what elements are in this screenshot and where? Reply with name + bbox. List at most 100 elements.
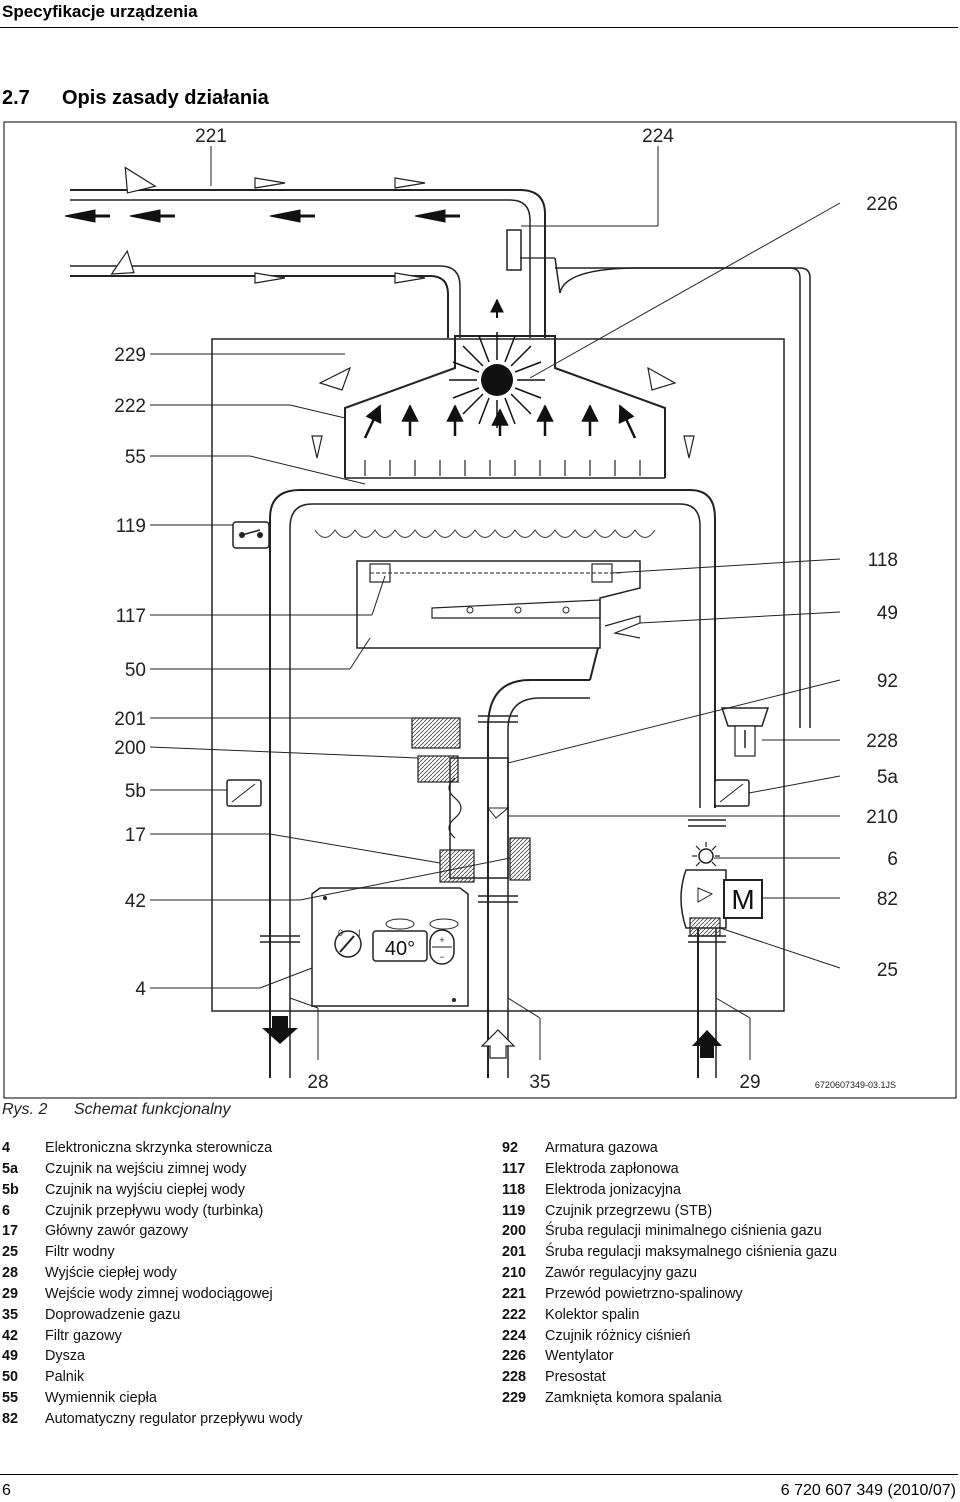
legend-text: Wejście wody zimnej wodociągowej [45,1285,273,1302]
legend-key: 25 [2,1244,19,1261]
section-title: Opis zasady działania [62,87,269,109]
water-filter-25 [689,917,721,937]
label-228: 228 [866,731,898,752]
page-number: 6 [2,1482,11,1499]
legend-text: Czujnik przepływu wody (turbinka) [45,1202,264,1219]
motor-label: M [731,884,754,915]
legend-text: Filtr gazowy [45,1327,122,1344]
label-42: 42 [125,891,146,912]
legend-key: 222 [502,1306,527,1323]
label-224: 224 [642,126,674,147]
label-55: 55 [125,447,146,468]
legend-text: Elektroniczna skrzynka sterownicza [45,1140,273,1156]
legend-key: 119 [502,1202,526,1219]
legend-text: Wymiennik ciepła [45,1390,157,1407]
legend-key: 4 [2,1140,11,1156]
display-value: 40° [385,938,415,960]
label-118: 118 [868,550,898,571]
legend-text: Elektroda zapłonowa [545,1160,679,1177]
cold-water-inlet-arrow [692,1030,722,1058]
legend-key: 201 [502,1244,527,1261]
legend-text: Filtr wodny [45,1244,115,1261]
legend-text: Czujnik na wejściu zimnej wody [45,1160,247,1177]
legend-text: Automatyczny regulator przepływu wody [45,1410,303,1427]
label-5b: 5b [125,781,146,802]
legend-key: 5b [2,1181,19,1198]
figure-code: 6720607349-03.1JS [815,1080,896,1090]
pressure-sensor-tap [506,229,522,271]
flow-turbine-6 [692,842,720,867]
gas-filter-42 [509,837,531,881]
caption-prefix: Rys. 2 [2,1101,48,1118]
air-flow-arrows [110,166,426,284]
footer-divider [0,1474,958,1475]
section-number: 2.7 [2,87,30,109]
legend-text: Przewód powietrzno-spalinowy [545,1285,743,1302]
legend-key: 221 [502,1285,527,1302]
label-29: 29 [739,1072,760,1093]
label-210: 210 [866,807,898,828]
chamber-air-arrows [311,366,695,459]
label-82: 82 [877,889,898,910]
legend-key: 229 [502,1390,527,1407]
legend-key: 50 [2,1369,19,1386]
svg-text:+: + [439,935,444,945]
fan-226 [449,332,545,428]
flue-collector-outline [344,335,666,478]
label-6: 6 [887,849,898,870]
legend-key: 17 [2,1223,19,1240]
legend-row: 82 Automatyczny regulator przepływu wody [2,1409,303,1430]
adjust-screw-201 [411,717,461,749]
legend-key: 228 [502,1369,527,1386]
gas-supply-pipe [487,679,590,1078]
legend-key: 55 [2,1390,19,1407]
document-number: 6 720 607 349 (2010/07) [780,1482,956,1499]
label-229: 229 [114,345,146,366]
legend-text: Wyjście ciepłej wody [45,1265,177,1282]
motor-box [723,879,763,919]
legend-text: Główny zawór gazowy [45,1223,189,1240]
legend-text: Czujnik przegrzewu (STB) [545,1202,713,1219]
figure-caption: Rys. 2 Schemat funkcjonalny [2,1101,231,1119]
heat-exchanger-loop-outer [269,489,716,938]
legend-text: Doprowadzenie gazu [45,1306,181,1323]
legend-row: 55 Wymiennik ciepła [2,1388,303,1409]
header-divider [0,27,958,28]
legend-row: 17 Główny zawór gazowy [2,1221,303,1242]
label-119: 119 [116,516,146,537]
legend-key: 49 [2,1348,19,1365]
legend-text: Kolektor spalin [545,1306,640,1323]
adjust-screw-200 [417,755,459,783]
caption-text: Schemat funkcjonalny [74,1101,231,1118]
legend-row: 4 Elektroniczna skrzynka sterownicza [2,1138,303,1159]
legend-row: 119 Czujnik przegrzewu (STB) [502,1201,837,1222]
label-201: 201 [114,709,146,730]
legend-row: 221 Przewód powietrzno-spalinowy [502,1284,837,1305]
burner-flames [314,529,656,538]
legend-text: Śruba regulacji maksymalnego ciśnienia g… [545,1244,837,1261]
section-heading: 2.7 Opis zasady działania [2,87,269,110]
overheat-sensor-119 [232,521,270,549]
label-49: 49 [877,603,898,624]
combustion-updraft-arrows [363,404,637,439]
legend-text: Czujnik na wyjściu ciepłej wody [45,1181,245,1198]
legend-key: 82 [2,1410,19,1427]
legend-text: Elektroda jonizacyjna [545,1181,681,1198]
label-117: 117 [116,606,146,627]
label-5a: 5a [877,767,899,788]
label-28: 28 [307,1072,328,1093]
legend-key: 35 [2,1306,19,1323]
legend-key: 118 [502,1181,526,1198]
gas-valve-92 [449,757,509,879]
legend-key: 117 [502,1160,526,1177]
legend-text: Zawór regulacyjny gazu [545,1265,697,1282]
